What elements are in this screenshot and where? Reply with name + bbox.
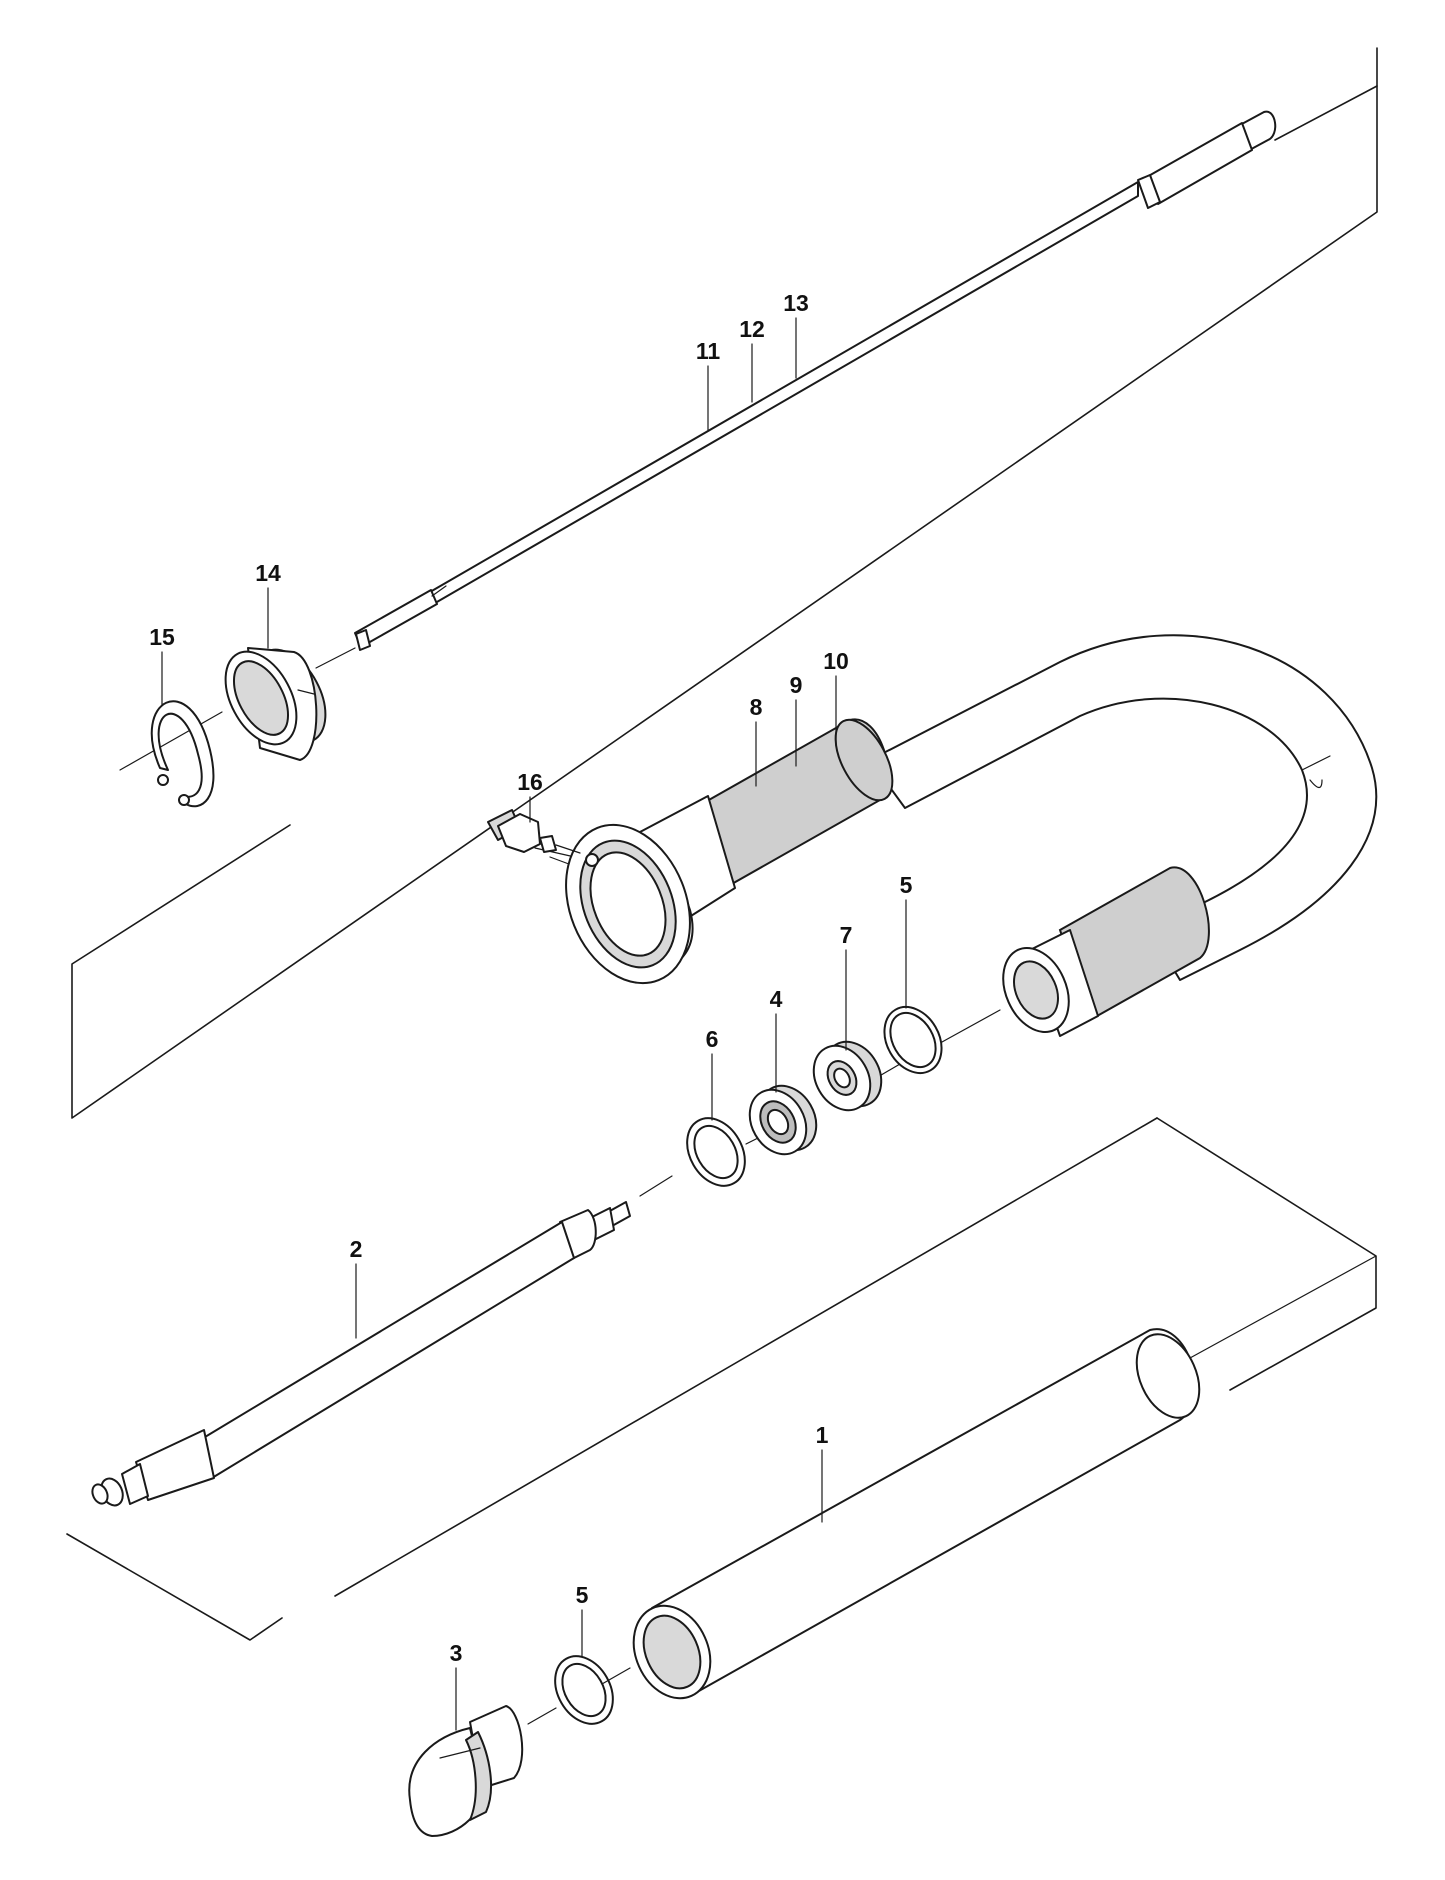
- callout-10: 10: [823, 648, 849, 674]
- callout-3: 3: [450, 1640, 463, 1666]
- callout-1: 1: [816, 1422, 829, 1448]
- tube-1: [632, 1255, 1377, 1700]
- loop-handle-lower-grip: [1002, 866, 1210, 1037]
- upper-assembly-plane: [71, 47, 1378, 1119]
- callout-5-upper: 5: [900, 872, 913, 898]
- o-ring-upper: [883, 1006, 943, 1074]
- callout-12: 12: [739, 316, 765, 342]
- callout-11: 11: [696, 338, 721, 364]
- leader-lines: [161, 317, 907, 1731]
- callout-5-lower: 5: [576, 1582, 589, 1608]
- handle-housing: [565, 795, 736, 985]
- bearing-7: [812, 1040, 883, 1112]
- o-ring-lower: [527, 1655, 631, 1725]
- handle-grip-8-9-10: [698, 718, 894, 887]
- bearing-axis: [639, 1009, 1001, 1197]
- callout-9: 9: [790, 672, 803, 698]
- callout-8: 8: [750, 694, 763, 720]
- callout-4: 4: [770, 986, 783, 1012]
- bushing-ring: [224, 647, 327, 761]
- screw-knob: [487, 809, 581, 854]
- callout-13: 13: [783, 290, 809, 316]
- drive-shaft: [354, 85, 1378, 651]
- callout-14: 14: [255, 560, 281, 586]
- lower-assembly-plane: [66, 1117, 1377, 1641]
- callout-15: 15: [149, 624, 175, 650]
- end-cap-3: [408, 1705, 524, 1837]
- callout-16: 16: [517, 769, 543, 795]
- callout-7: 7: [840, 922, 853, 948]
- shaft-2: [91, 1201, 631, 1507]
- loop-handle: [869, 634, 1378, 981]
- callout-labels: 11 12 13 14 15 16 8 9 10 6 4 7 5 2 1 5 3: [149, 290, 912, 1666]
- callout-2: 2: [350, 1236, 363, 1262]
- washer-6: [686, 1117, 746, 1187]
- bearing-4: [748, 1084, 818, 1156]
- circlip: [150, 700, 215, 808]
- callout-6: 6: [706, 1026, 719, 1052]
